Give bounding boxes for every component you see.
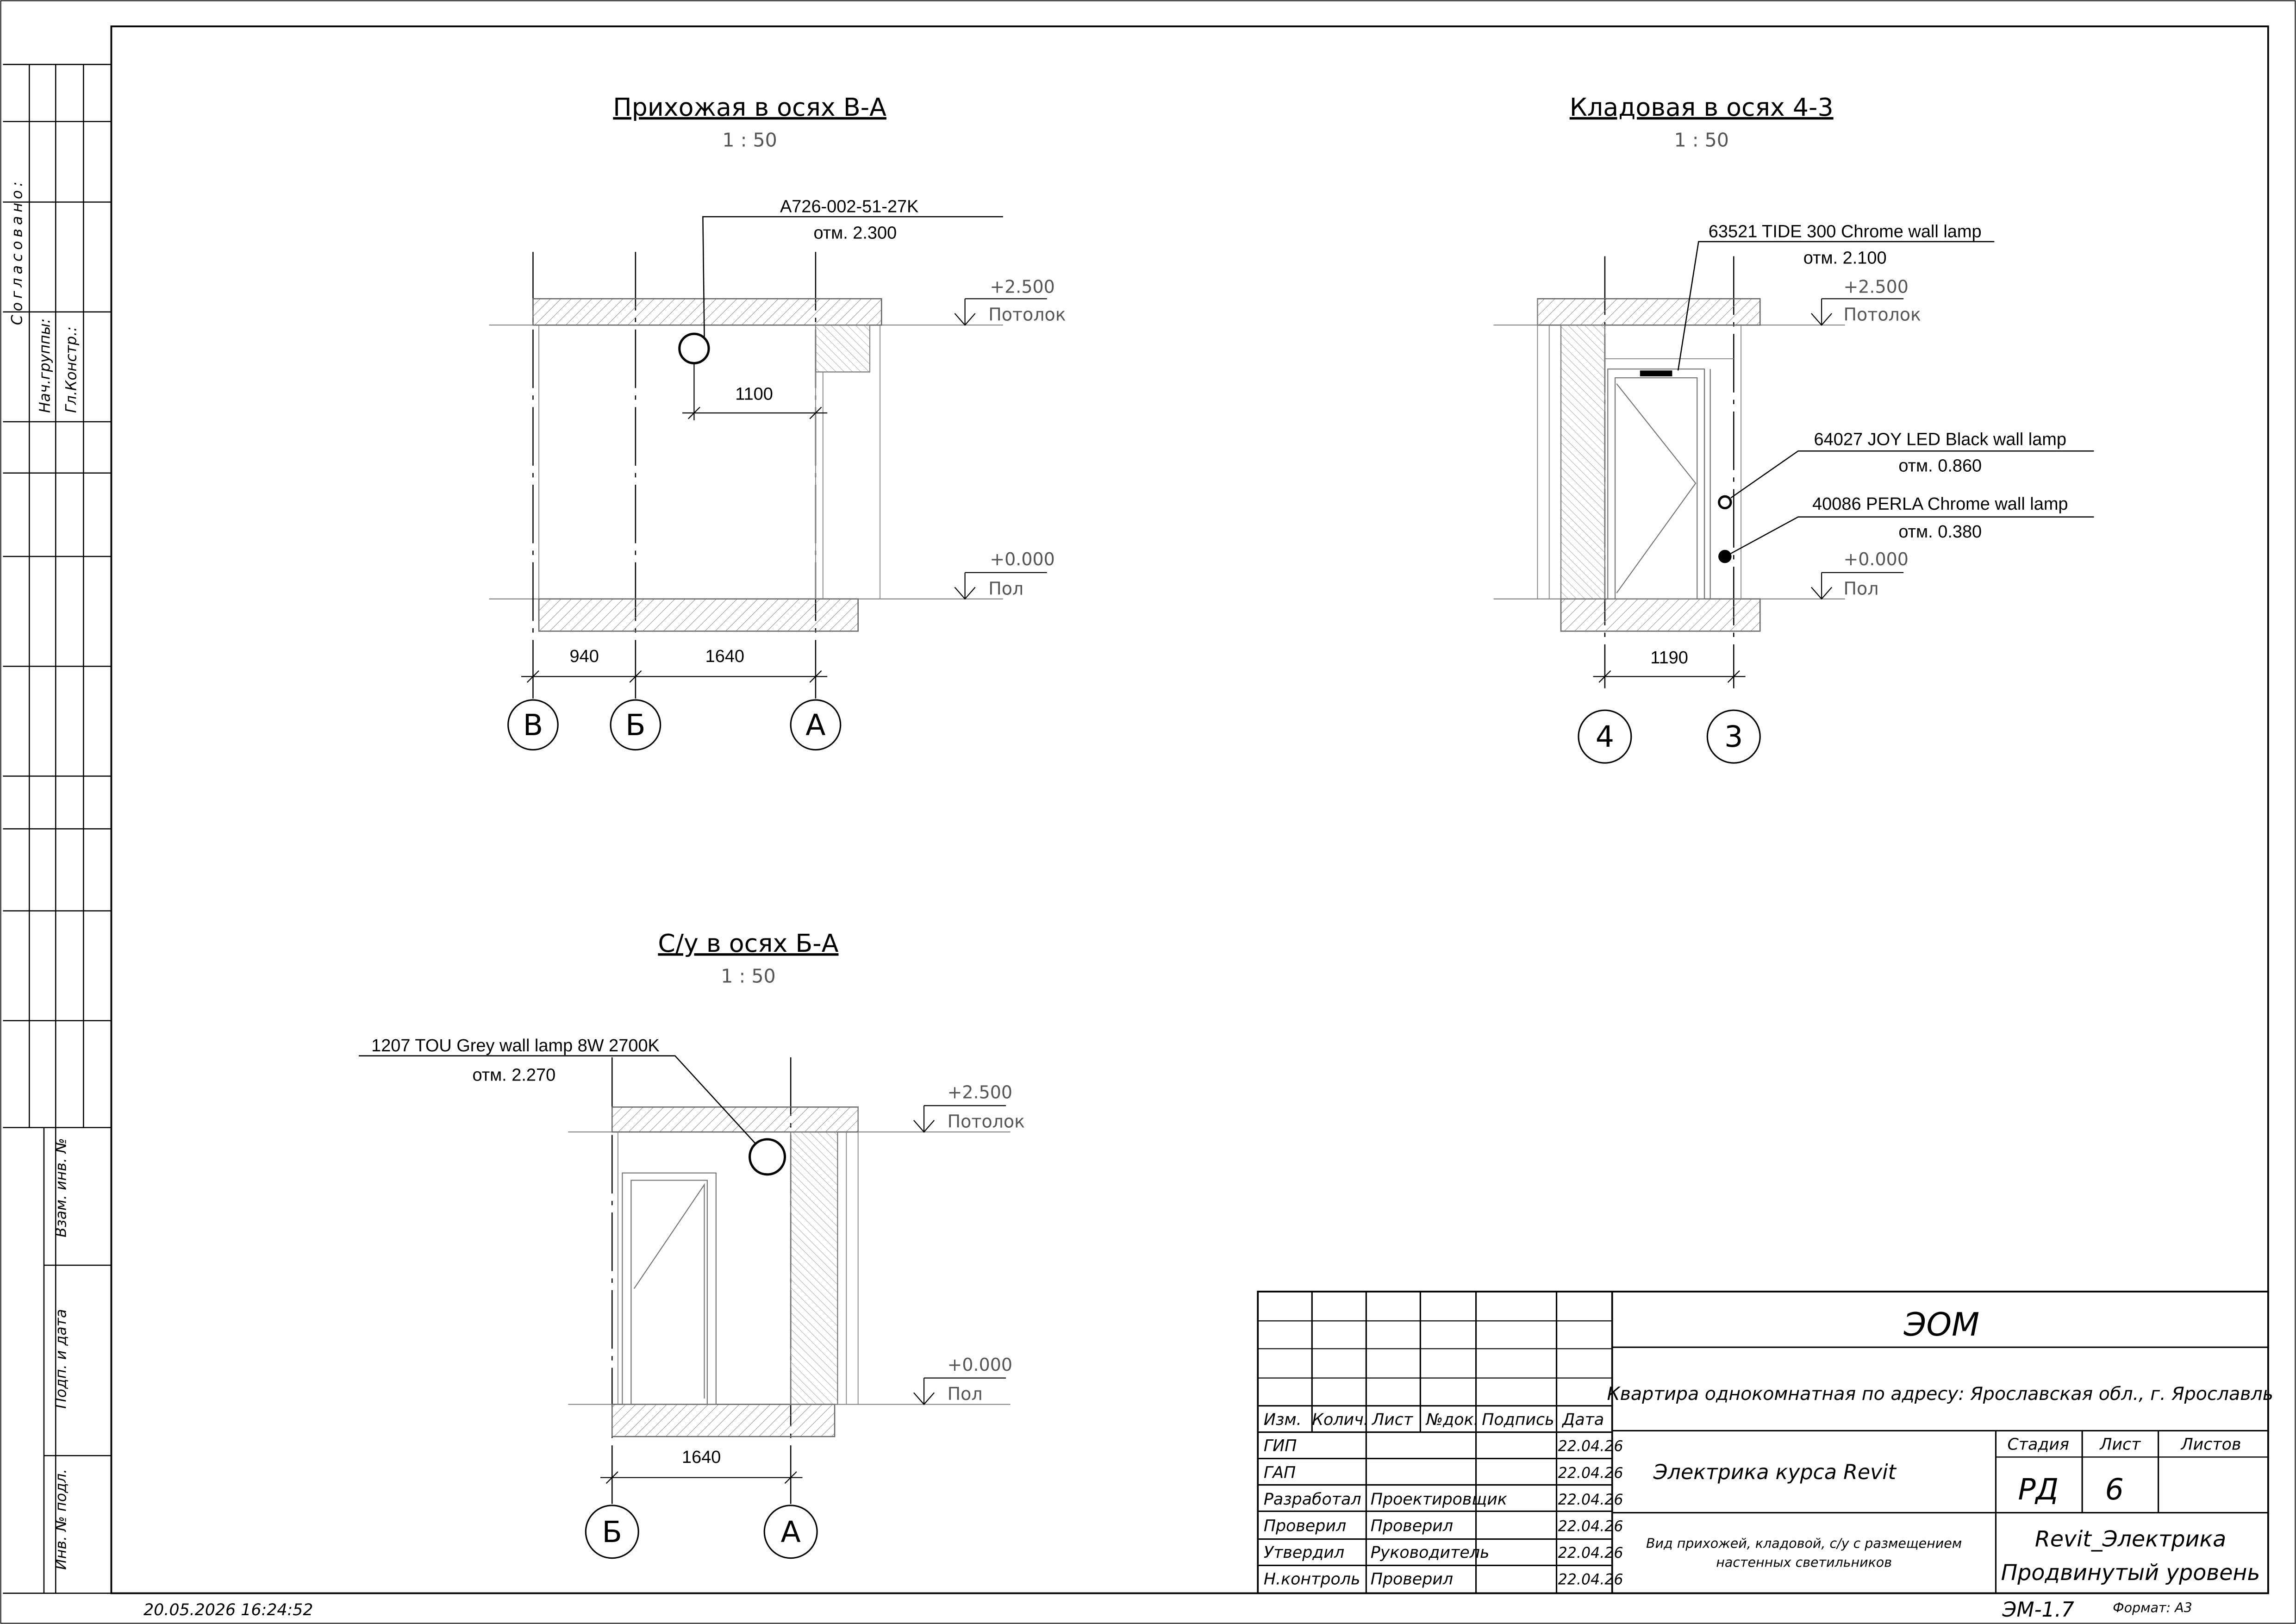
tb-row-role: ГИП (1264, 1437, 1297, 1455)
ceiling-label-hallway: Потолок (988, 305, 1066, 325)
floor-elev-bathroom: +0.000 (948, 1355, 1012, 1375)
lamp-label-hallway: A726-002-51-27K (780, 197, 919, 217)
axis-hallway-1: В (523, 708, 543, 742)
tb-description-1: Вид прихожей, кладовой, с/у с размещение… (1646, 1536, 1962, 1551)
side-agreed: Согласовано: (9, 178, 25, 325)
tb-sheet-header: Лист (2099, 1436, 2141, 1454)
ceiling-label-storage: Потолок (1844, 305, 1921, 325)
axis-storage-2: 3 (1724, 719, 1743, 754)
axis-hallway-3: А (805, 708, 825, 742)
side-replacement-inv: Взам. инв. № (53, 1138, 69, 1237)
view-bathroom: С/у в осях Б-А 1 : 50 1207 TOU Grey wall… (359, 929, 1025, 1559)
floor-elev-hallway: +0.000 (990, 549, 1054, 569)
axis-hallway-2: Б (625, 708, 645, 742)
dim-2-hallway: 1640 (705, 647, 744, 666)
axis-bathroom-2: А (781, 1515, 801, 1549)
lamp3-label-storage: 40086 PERLA Chrome wall lamp (1812, 494, 2068, 514)
tb-address: Квартира однокомнатная по адресу: Яросла… (1607, 1383, 2274, 1405)
view-storage: Кладовая в осях 4-3 1 : 50 (1493, 93, 2094, 764)
tb-header-kolich: Колич. (1312, 1411, 1368, 1429)
lamp-label-bathroom: 1207 TOU Grey wall lamp 8W 2700K (371, 1036, 660, 1056)
tb-row-role: Разработал (1264, 1490, 1361, 1509)
lamp3-elev-storage: отм. 0.380 (1898, 522, 1982, 542)
floor-label-bathroom: Пол (948, 1384, 983, 1404)
view-scale-storage: 1 : 50 (1674, 129, 1728, 151)
lamp1-label-storage: 63521 TIDE 300 Chrome wall lamp (1709, 222, 1982, 241)
tb-row-date: 22.04.26 (1558, 1465, 1623, 1481)
floor-label-storage: Пол (1844, 578, 1879, 599)
lamp-symbol-bathroom (749, 1138, 786, 1176)
tb-sheets-header: Листов (2180, 1436, 2241, 1454)
title-block (1257, 1291, 2269, 1594)
tb-sheet-code: ЭМ-1.7 (2002, 1598, 2074, 1622)
tb-format: Формат: А3 (2113, 1600, 2192, 1616)
tb-row-date: 22.04.26 (1558, 1438, 1623, 1455)
tb-row-name: Проверил (1371, 1570, 1453, 1589)
side-stamp (3, 63, 112, 1594)
tb-row-date: 22.04.26 (1558, 1518, 1623, 1535)
dim-1-storage: 1190 (1650, 648, 1688, 668)
tb-stage-header: Стадия (2008, 1436, 2069, 1454)
tb-org-2: Продвинутый уровень (2001, 1560, 2260, 1586)
ceiling-elev-hallway: +2.500 (990, 277, 1054, 297)
side-head-group: Нач.группы: (37, 319, 54, 413)
tb-row-role: Н.контроль (1264, 1570, 1360, 1589)
print-timestamp: 20.05.2026 16:24:52 (144, 1601, 313, 1619)
view-title-bathroom: С/у в осях Б-А (658, 929, 838, 958)
tb-org-1: Revit_Электрика (2035, 1526, 2226, 1552)
tb-row-date: 22.04.26 (1558, 1545, 1623, 1562)
tb-header-izm: Изм. (1264, 1411, 1302, 1429)
lamp-symbol-storage-3 (1718, 550, 1732, 563)
side-chief-designer: Гл.Констр.: (63, 326, 80, 413)
tb-row-name: Проверил (1371, 1517, 1453, 1535)
tb-header-data: Дата (1561, 1411, 1604, 1429)
side-sign-date: Подп. и дата (53, 1309, 69, 1409)
tb-row-role: ГАП (1264, 1463, 1296, 1482)
tb-header-ndok: №док. (1425, 1411, 1479, 1429)
tb-row-date: 22.04.26 (1558, 1572, 1623, 1588)
ceiling-elev-storage: +2.500 (1844, 277, 1909, 297)
lamp2-label-storage: 64027 JOY LED Black wall lamp (1814, 430, 2066, 450)
dim-lamp-hallway: 1100 (735, 385, 773, 404)
dim-1-bathroom: 1640 (682, 1448, 721, 1467)
tb-description-2: настенных светильников (1716, 1555, 1892, 1570)
tb-stage: РД (2018, 1472, 2059, 1506)
tb-sheet: 6 (2105, 1472, 2124, 1506)
axis-bathroom-1: Б (602, 1515, 622, 1549)
view-title-hallway: Прихожая в осях В-А (613, 93, 886, 122)
tb-project: Электрика курса Revit (1653, 1461, 1897, 1484)
view-title-storage: Кладовая в осях 4-3 (1570, 93, 1834, 122)
floor-label-hallway: Пол (988, 578, 1023, 599)
tb-row-date: 22.04.26 (1558, 1492, 1623, 1508)
floor-elev-storage: +0.000 (1844, 549, 1909, 569)
ceiling-elev-bathroom: +2.500 (948, 1082, 1012, 1102)
tb-header-list: Лист (1371, 1411, 1414, 1429)
tb-row-name: Проектировщик (1371, 1490, 1507, 1509)
view-scale-bathroom: 1 : 50 (721, 965, 775, 987)
lamp-symbol-storage-2 (1718, 495, 1732, 510)
tb-header-podpis: Подпись (1482, 1411, 1554, 1429)
view-scale-hallway: 1 : 50 (722, 129, 777, 151)
lamp-elev-hallway: отм. 2.300 (813, 224, 897, 243)
lamp-symbol-storage-1 (1640, 370, 1672, 376)
dim-1-hallway: 940 (570, 647, 599, 666)
ceiling-label-bathroom: Потолок (948, 1112, 1025, 1132)
tb-code: ЭОМ (1903, 1306, 1979, 1343)
tb-row-name: Руководитель (1371, 1543, 1490, 1562)
lamp-elev-bathroom: отм. 2.270 (472, 1065, 555, 1085)
lamp-symbol-hallway (678, 332, 710, 365)
tb-row-role: Утвердил (1264, 1543, 1344, 1562)
lamp1-elev-storage: отм. 2.100 (1803, 248, 1887, 268)
side-inv-orig: Инв. № подл. (53, 1469, 69, 1570)
tb-row-role: Проверил (1264, 1517, 1346, 1535)
axis-storage-1: 4 (1596, 719, 1614, 754)
lamp2-elev-storage: отм. 0.860 (1898, 456, 1982, 476)
view-hallway: Прихожая в осях В-А 1 : 50 A726-002-51-2… (489, 93, 1066, 751)
